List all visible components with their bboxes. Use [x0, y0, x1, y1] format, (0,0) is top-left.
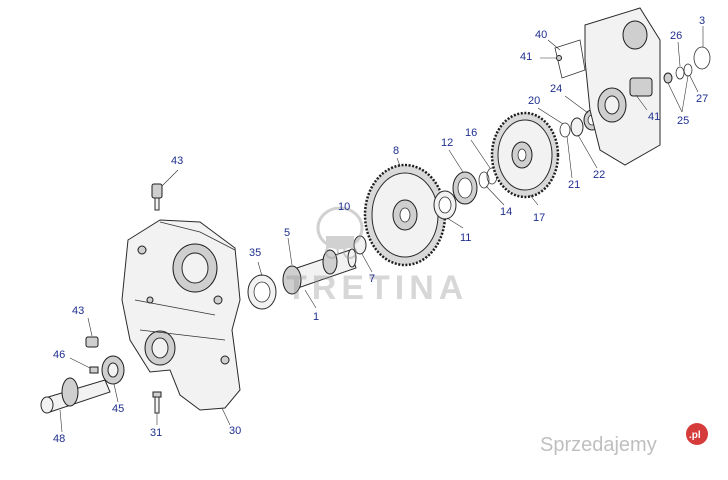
callout-48: 48 — [53, 433, 65, 445]
callout-24: 24 — [550, 83, 562, 95]
rings-25-27 — [663, 46, 711, 84]
plug-43-side — [85, 336, 99, 348]
callout-5: 5 — [284, 227, 290, 239]
bolt-31 — [152, 391, 162, 414]
callout-20: 20 — [528, 95, 540, 107]
brand-logo: Sprzedajemy .pl — [540, 423, 708, 456]
callout-11: 11 — [460, 232, 471, 244]
callout-10: 10 — [338, 201, 350, 213]
gear-17 — [490, 111, 560, 199]
watermark — [316, 206, 364, 259]
washer-7 — [353, 235, 367, 255]
callout-46: 46 — [53, 349, 65, 361]
rear-cover — [554, 7, 661, 166]
callout-22: 22 — [593, 169, 605, 181]
brand-suffix: .pl — [689, 430, 701, 441]
callouts: 43 43 46 45 48 31 30 35 5 1 7 10 8 12 11… — [53, 15, 708, 445]
plug-43-top — [151, 183, 163, 211]
callout-41-left: 41 — [520, 51, 532, 63]
callout-30: 30 — [229, 425, 241, 437]
bearing-11 — [433, 190, 457, 220]
callout-31: 31 — [150, 427, 162, 439]
watermark-text: TRETINA — [286, 269, 468, 307]
leader-lines — [59, 26, 704, 433]
callout-12: 12 — [441, 137, 453, 149]
seal-12 — [452, 171, 478, 205]
output-shaft — [40, 355, 125, 414]
gearbox-housing — [121, 219, 241, 411]
callout-45: 45 — [112, 403, 124, 415]
callout-3: 3 — [699, 15, 705, 27]
callout-8: 8 — [393, 145, 399, 157]
callout-35: 35 — [249, 247, 261, 259]
seal-ring-35 — [247, 274, 277, 310]
brand-badge — [686, 423, 708, 445]
callout-40: 40 — [535, 29, 547, 41]
callout-14: 14 — [500, 206, 512, 218]
callout-25: 25 — [677, 115, 689, 127]
input-shaft — [282, 248, 357, 295]
callout-43-top: 43 — [171, 155, 183, 167]
callout-27: 27 — [696, 93, 708, 105]
callout-7: 7 — [369, 273, 375, 285]
brand-text: Sprzedajemy — [540, 434, 657, 456]
callout-1: 1 — [313, 311, 319, 323]
callout-21: 21 — [568, 179, 580, 191]
callout-43-side: 43 — [72, 305, 84, 317]
callout-41-right: 41 — [648, 111, 660, 123]
callout-16: 16 — [465, 127, 477, 139]
gear-8 — [363, 163, 447, 267]
callout-26: 26 — [670, 30, 682, 42]
callout-17: 17 — [533, 212, 545, 224]
